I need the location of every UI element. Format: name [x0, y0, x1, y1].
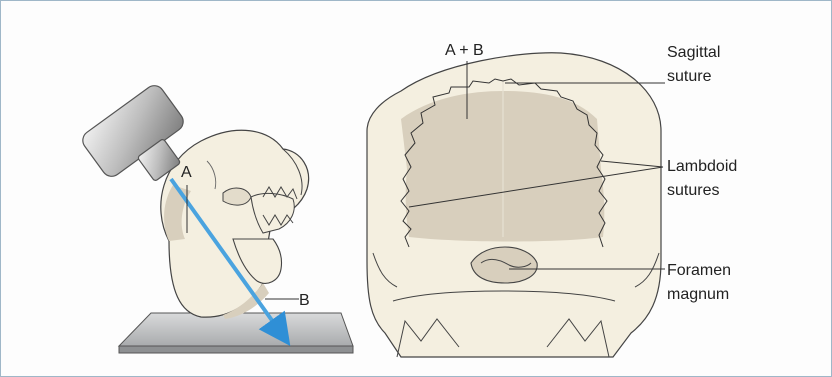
skull-lateral: [161, 130, 309, 319]
sagittal-label-line2: suture: [667, 68, 712, 85]
lambdoid-label-line2: sutures: [667, 182, 719, 199]
foramen-label-line1: Foramen: [667, 262, 731, 279]
left-lateral-view: A B: [79, 82, 353, 353]
image-receptor-plate: [119, 313, 353, 353]
sagittal-label-line1: Sagittal: [667, 44, 720, 61]
right-posterior-view: A + B Sagittal suture Lambdoid sutures F…: [367, 42, 737, 357]
label-b: B: [299, 292, 310, 309]
xray-tube: [79, 82, 187, 182]
label-a: A: [181, 164, 192, 181]
lambdoid-label-line1: Lambdoid: [667, 158, 737, 175]
skull-posterior: [367, 53, 661, 357]
foramen-label-line2: magnum: [667, 286, 729, 303]
label-a-plus-b: A + B: [445, 42, 484, 59]
